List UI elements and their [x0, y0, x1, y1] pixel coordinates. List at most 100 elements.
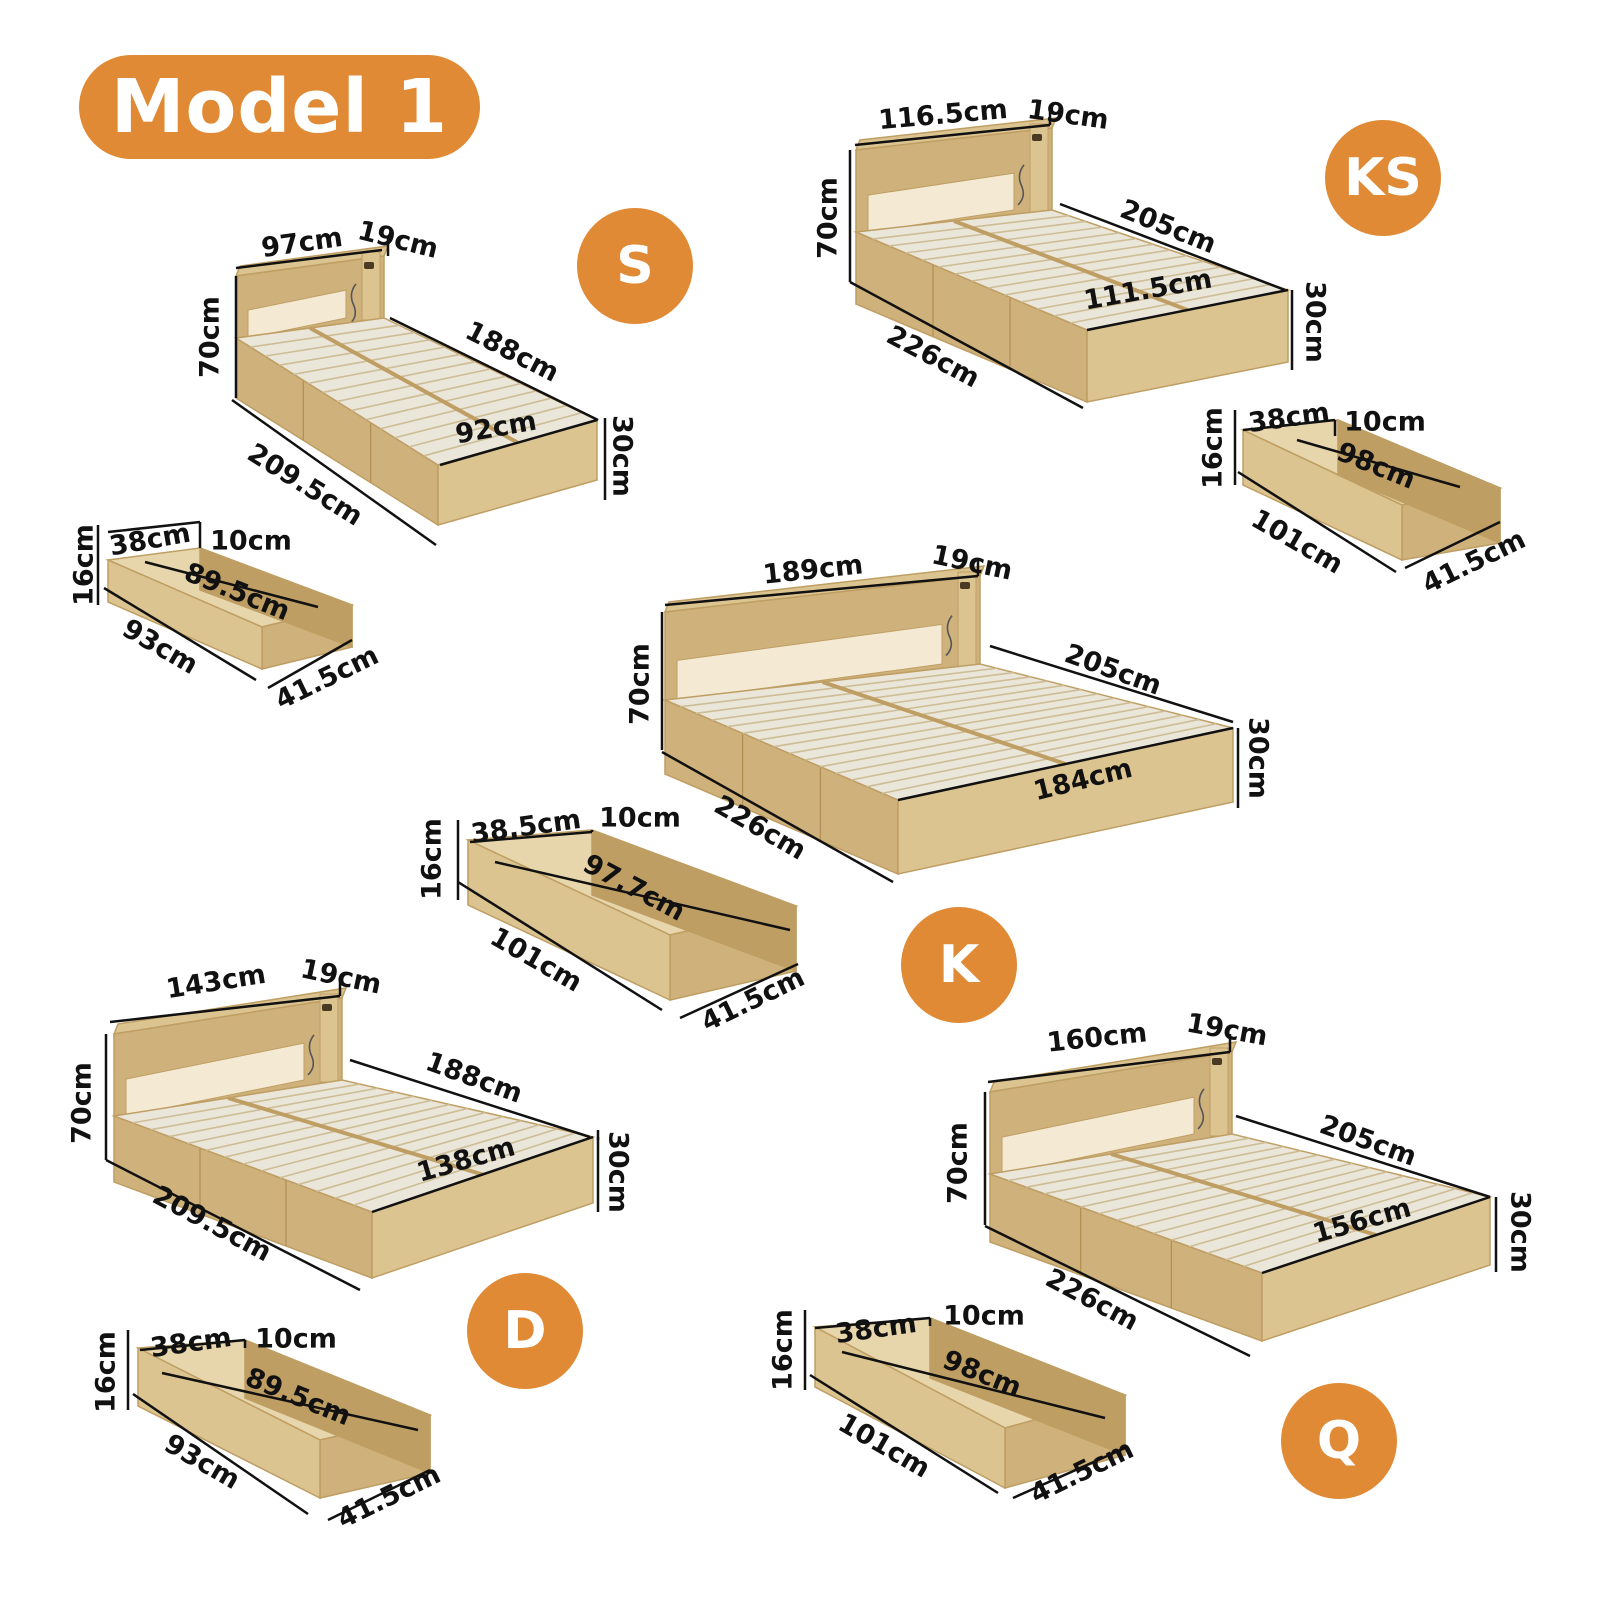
dimension-line: [1404, 520, 1501, 570]
center-support-beam: [1110, 1152, 1377, 1237]
dim-ks-height: 70cm: [813, 177, 844, 259]
dim-k-height: 70cm: [625, 643, 656, 725]
dim-q-height: 70cm: [943, 1122, 974, 1204]
dimension-line: [809, 1373, 999, 1495]
drawer-side-panel: [107, 558, 263, 671]
drawer-D: [135, 1338, 433, 1500]
dimension-line: [469, 830, 593, 844]
headboard-opening: [125, 1042, 305, 1117]
center-support-beam: [821, 680, 1067, 766]
center-support-beam: [227, 1096, 484, 1177]
dimension-line: [1296, 438, 1461, 489]
dimension-line: [231, 398, 437, 547]
dimension-line: [103, 586, 257, 682]
bed-D: [111, 987, 596, 1280]
size-badge-k-label: K: [938, 935, 980, 995]
bed-KS: [853, 117, 1291, 404]
dim-q-headboard-width: 160cm: [1045, 1017, 1148, 1058]
center-support-beam: [953, 219, 1189, 312]
drawer-end-panel: [244, 1338, 431, 1475]
bed-S: [233, 245, 600, 527]
model-title-badge: Model 1: [79, 55, 480, 159]
dimension-line: [235, 248, 383, 270]
dimension-line: [132, 1392, 309, 1516]
dim-d-headboard-width: 143cm: [164, 959, 268, 1005]
dimension-line: [349, 1058, 591, 1139]
dimension-line: [389, 316, 599, 422]
dimension-line: [814, 1316, 931, 1330]
drawer-Q: [812, 1316, 1128, 1490]
dimension-line: [139, 1338, 246, 1352]
charging-cable-icon: [1197, 1088, 1205, 1130]
bed-K: [662, 565, 1234, 876]
dimension-line: [989, 644, 1234, 724]
dim-ks-drawer-side: 10cm: [1344, 407, 1426, 438]
drawer-end-panel: [929, 1316, 1126, 1457]
dimension-line: [267, 638, 353, 690]
dimension-line: [849, 280, 1084, 410]
dimension-line: [439, 418, 598, 467]
dimension-line: [1235, 1114, 1491, 1199]
dimension-line: [161, 1371, 419, 1432]
drawer-end-panel: [591, 828, 797, 973]
dimension-line: [987, 1050, 1231, 1084]
artwork-layer: [96, 107, 1503, 1522]
dim-q-drawer-side: 10cm: [943, 1301, 1025, 1332]
size-badge-d-label: D: [503, 1301, 547, 1361]
charging-cable-icon: [307, 1034, 315, 1076]
dimension-line: [661, 750, 894, 884]
usb-socket-icon: [364, 262, 374, 269]
dimension-line: [897, 726, 1234, 802]
dimension-line: [1237, 470, 1397, 574]
dim-q-shelf-depth: 19cm: [1184, 1008, 1270, 1053]
dimension-line: [1059, 202, 1286, 292]
size-badge-s: S: [577, 208, 693, 324]
drawer-K: [465, 828, 799, 1002]
dim-s-side-height: 30cm: [607, 415, 638, 497]
size-badge-ks-label: KS: [1344, 148, 1422, 208]
charging-cable-icon: [1017, 164, 1025, 206]
dimension-line: [984, 1224, 1251, 1358]
drawer-side-panel: [467, 838, 671, 1002]
bed-Q: [987, 1041, 1493, 1343]
dim-q-drawer-height: 16cm: [768, 1309, 799, 1391]
drawer-end-panel: [1337, 418, 1501, 545]
dimension-line: [1261, 1195, 1491, 1275]
dim-s-drawer-side: 10cm: [210, 526, 292, 557]
usb-socket-icon: [1212, 1058, 1222, 1065]
dimension-line: [841, 1350, 1106, 1420]
dimension-line: [679, 962, 799, 1020]
drawer-side-panel: [814, 1325, 1006, 1490]
size-badge-ks: KS: [1325, 120, 1441, 236]
dim-k-drawer-side: 10cm: [599, 803, 681, 834]
dim-d-drawer-height: 16cm: [91, 1331, 122, 1413]
charging-cable-icon: [349, 283, 357, 325]
dimension-line: [457, 880, 663, 1012]
headboard-opening: [1001, 1096, 1195, 1175]
dimension-line: [1242, 418, 1336, 432]
dim-s-drawer-height: 16cm: [69, 524, 100, 606]
dimension-line: [144, 560, 319, 609]
center-support-beam: [309, 326, 519, 445]
dimension-line: [1086, 288, 1289, 332]
dim-ks-side-height: 30cm: [1300, 281, 1331, 363]
dimension-line: [371, 1135, 594, 1214]
dimension-line: [664, 574, 979, 607]
dim-k-drawer-height: 16cm: [417, 818, 448, 900]
dimension-line: [105, 1158, 361, 1292]
dim-k-side-height: 30cm: [1243, 717, 1274, 799]
dim-s-height: 70cm: [195, 296, 226, 378]
usb-socket-icon: [322, 1004, 332, 1011]
dimension-line: [107, 520, 201, 534]
usb-socket-icon: [1032, 134, 1042, 141]
size-badge-q-label: Q: [1316, 1411, 1362, 1471]
size-badge-q: Q: [1281, 1383, 1397, 1499]
dimension-line: [1012, 1446, 1126, 1500]
dimension-line: [494, 860, 791, 932]
drawer-side-panel: [137, 1346, 321, 1500]
dim-q-side-height: 30cm: [1505, 1191, 1536, 1273]
usb-socket-icon: [960, 582, 970, 589]
dim-d-drawer-side: 10cm: [255, 1324, 337, 1355]
dimension-line: [327, 1468, 431, 1522]
